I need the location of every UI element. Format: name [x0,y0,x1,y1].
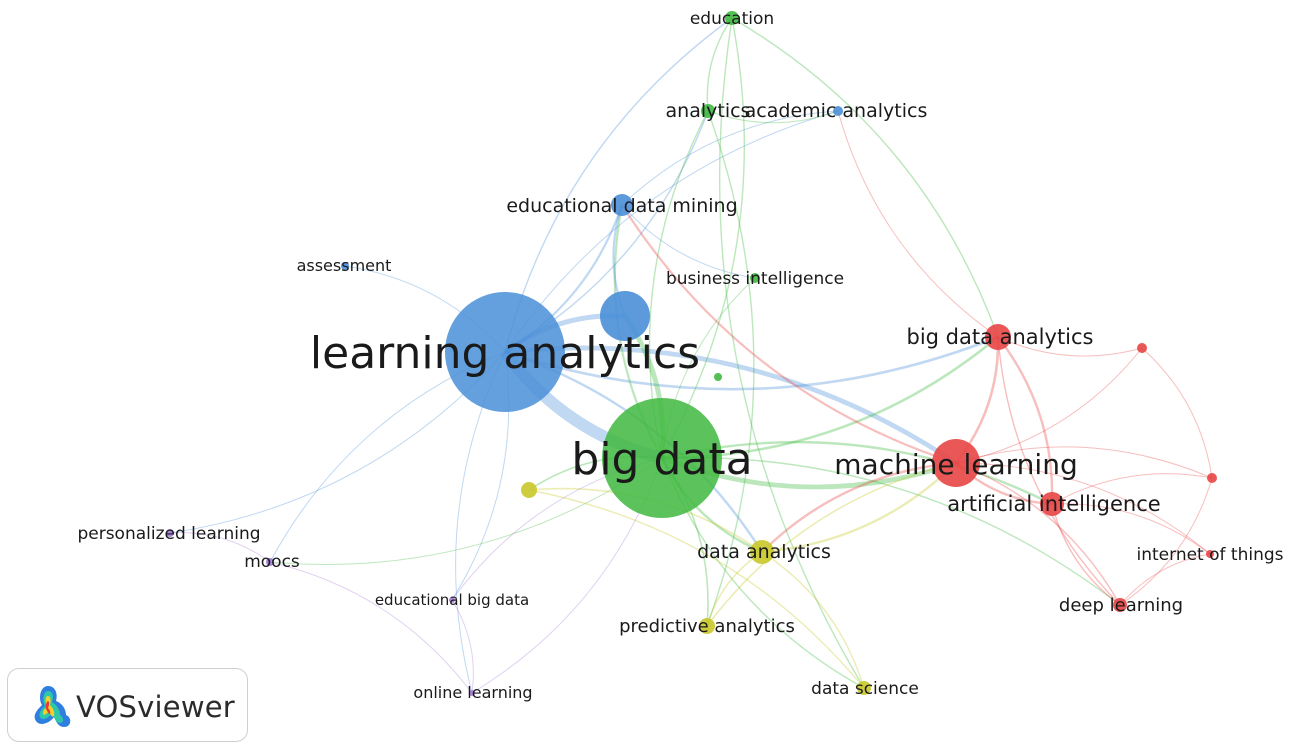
node-label-educational-big-data: educational big data [375,591,529,609]
link-big-data-analytics-deep-learning [997,336,1121,606]
link-moocs-personalized-learning [169,532,271,563]
node-artificial-intelligence[interactable] [1040,492,1064,516]
node-label-big-data-analytics: big data analytics [906,325,1093,349]
node-big-data-analytics[interactable] [985,324,1011,350]
node-analytics[interactable] [701,104,715,118]
link-machine-learning-educational-data-mining [621,204,957,465]
link-deep-learning-red-unlabeled-2 [1119,477,1213,606]
node-label-data-analytics: data analytics [697,541,831,563]
link-education-data-science [718,17,865,689]
node-red-unlabeled-1[interactable] [1137,343,1147,353]
node-learning-analytics[interactable] [445,292,565,412]
vosviewer-logo-badge: VOSviewer [7,668,248,742]
node-label-predictive-analytics: predictive analytics [619,616,795,637]
link-big-data-deep-learning [661,456,1121,606]
link-machine-learning-deep-learning [955,462,1121,606]
link-learning-analytics-big-data-analytics [504,335,999,391]
link-machine-learning-red-unlabeled-1 [955,347,1143,464]
link-machine-learning-data-analytics [761,461,957,553]
link-analytics-academic-analytics [707,110,839,124]
vosviewer-logo-text: VOSviewer [76,690,235,724]
node-blue-unlabeled[interactable] [600,291,650,341]
node-label-online-learning: online learning [413,683,532,702]
node-internet-of-things[interactable] [1206,550,1214,558]
node-data-analytics[interactable] [750,540,774,564]
node-business-intelligence[interactable] [750,273,760,283]
node-machine-learning[interactable] [932,439,980,487]
node-label-academic-analytics: academic analytics [745,100,928,122]
node-label-learning-analytics: learning analytics [310,328,700,379]
node-assessment[interactable] [341,262,349,270]
link-predictive-analytics-machine-learning [706,462,957,627]
link-machine-learning-internet-of-things [955,462,1211,555]
link-artificial-intelligence-big-data-analytics [997,336,1054,505]
node-educational-data-mining[interactable] [611,194,633,216]
node-red-unlabeled-2[interactable] [1207,473,1217,483]
node-online-learning[interactable] [469,690,475,696]
node-label-machine-learning: machine learning [834,448,1077,481]
link-deep-learning-internet-of-things [1119,553,1211,606]
node-academic-analytics[interactable] [833,106,843,116]
link-data-science-yellow-unlabeled [528,489,865,689]
link-educational-data-mining-business-intelligence [621,204,756,279]
link-online-learning-moocs [269,561,473,694]
node-label-deep-learning: deep learning [1059,595,1183,616]
node-label-education: education [690,9,774,29]
node-label-moocs: moocs [244,552,300,572]
node-label-business-intelligence: business intelligence [666,269,844,289]
node-label-assessment: assessment [297,256,392,275]
node-label-internet-of-things: internet of things [1137,545,1284,565]
link-analytics-education [706,17,733,112]
node-educational-big-data[interactable] [449,597,455,603]
link-data-analytics-data-science [761,551,865,689]
node-moocs[interactable] [266,558,274,566]
link-educational-big-data-online-learning [451,599,474,694]
node-label-analytics: analytics [666,100,751,122]
node-yellow-unlabeled[interactable] [521,482,537,498]
link-big-data-education [661,17,746,459]
node-data-science[interactable] [857,681,871,695]
node-deep-learning[interactable] [1113,598,1127,612]
vosviewer-logo-icon [34,686,71,727]
link-learning-analytics-machine-learning [504,345,958,465]
nodes-layer [166,11,1217,696]
link-data-analytics-machine-learning [761,462,957,554]
link-learning-analytics-academic-analytics [504,110,839,353]
link-red-unlabeled-1-red-unlabeled-2 [1141,347,1213,479]
link-artificial-intelligence-red-unlabeled-2 [1051,473,1213,505]
link-big-data-analytics-academic-analytics [837,110,999,338]
link-machine-learning-red-unlabeled-2 [955,446,1213,479]
link-artificial-intelligence-internet-of-things [1051,503,1211,555]
link-educational-data-mining-academic-analytics [621,110,839,206]
node-green-small[interactable] [714,373,722,381]
node-big-data[interactable] [602,398,722,518]
node-label-artificial-intelligence: artificial intelligence [947,492,1160,516]
link-big-data-analytics-red-unlabeled-1 [997,336,1143,357]
link-education-big-data-analytics [731,17,999,338]
node-label-big-data: big data [571,434,752,485]
link-artificial-intelligence-deep-learning [1051,503,1121,606]
node-label-personalized-learning: personalized learning [77,524,260,544]
link-analytics-predictive-analytics [706,110,755,627]
node-label-data-science: data science [811,679,919,699]
node-education[interactable] [725,11,739,25]
node-label-educational-data-mining: educational data mining [506,195,737,217]
labels-layer: learning analytics big data educational da… [77,9,1283,702]
node-personalized-learning[interactable] [166,529,174,537]
node-predictive-analytics[interactable] [699,618,715,634]
